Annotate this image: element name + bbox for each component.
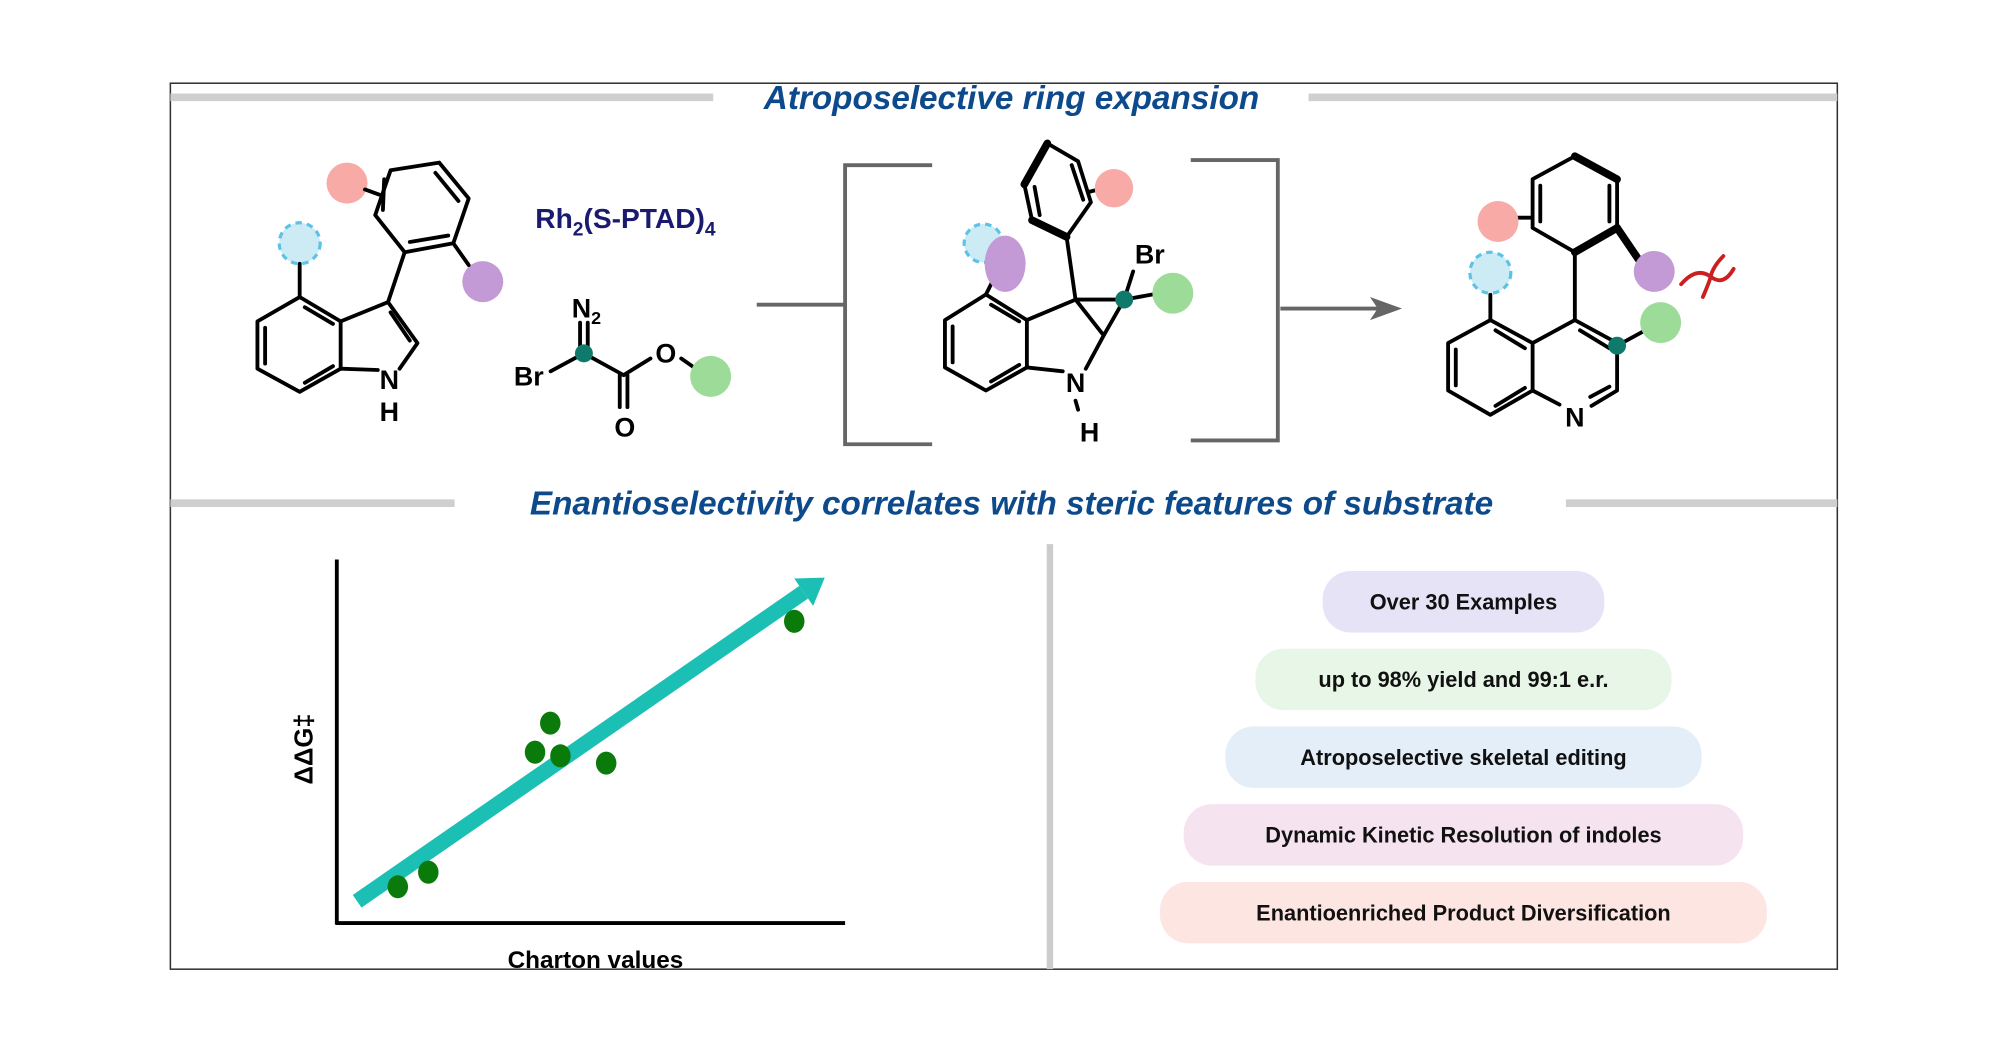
section-title-middle: Enantioselectivity correlates with steri… [530, 486, 1493, 523]
data-point [550, 744, 571, 768]
highlight-pill: Enantioenriched Product Diversification [1160, 881, 1767, 944]
highlight-pill: up to 98% yield and 99:1 e.r. [1255, 648, 1672, 711]
indole-substrate: N H [255, 160, 504, 427]
blue-substituent [1468, 250, 1513, 295]
purple-substituent [984, 235, 1026, 292]
section-title-top: Atroposelective ring expansion [763, 80, 1259, 117]
pill-label: Atroposelective skeletal editing [1300, 745, 1626, 770]
teal-carbon-dot [1608, 336, 1627, 355]
pill-label: Enantioenriched Product Diversification [1256, 900, 1671, 925]
diazo-reagent: N2 Br O O [514, 294, 732, 443]
pill-label: Over 30 Examples [1370, 589, 1557, 614]
pill-label: Dynamic Kinetic Resolution of indoles [1265, 823, 1661, 848]
green-substituent [690, 355, 732, 397]
right-bracket [1190, 158, 1280, 443]
purple-substituent [462, 261, 504, 303]
data-point [595, 751, 617, 775]
steric-clash-icon [1679, 254, 1736, 299]
highlight-pill: Over 30 Examples [1322, 571, 1605, 633]
pill-background [1160, 881, 1767, 944]
pill-background [1225, 726, 1702, 788]
x-axis-label: Charton values [508, 947, 684, 974]
green-substituent [1152, 272, 1194, 314]
pill-label: up to 98% yield and 99:1 e.r. [1318, 667, 1608, 692]
quinoline-product: N [1446, 152, 1736, 432]
trend-line [352, 585, 809, 908]
intermediate-n-label: N [1066, 368, 1085, 398]
trend-arrow [352, 577, 825, 908]
carbene-carbon-dot [574, 344, 593, 363]
charton-plot: Charton values ΔΔG‡ [290, 559, 846, 974]
data-point [784, 609, 805, 633]
green-substituent [1640, 302, 1682, 344]
ester-o-label: O [655, 338, 676, 368]
pill-background [1322, 571, 1605, 633]
pink-substituent [326, 162, 368, 204]
indole-h-label: H [380, 397, 399, 427]
cyclopropane-intermediate: Br N H [943, 139, 1194, 448]
pill-background [1255, 648, 1672, 711]
product-n-label: N [1565, 402, 1584, 432]
trend-arrow-head [794, 577, 825, 606]
data-point [524, 740, 546, 764]
intermediate-br-label: Br [1135, 240, 1165, 270]
left-bracket [843, 163, 933, 447]
purple-substituent [1633, 250, 1675, 292]
carbonyl-o-label: O [614, 413, 635, 443]
catalyst-label: Rh2(S-PTAD)4 [535, 203, 716, 241]
teal-carbon-dot [1115, 290, 1134, 309]
highlights-list: Over 30 Examples up to 98% yield and 99:1… [1160, 571, 1767, 944]
data-point [540, 711, 561, 735]
pill-background [1183, 804, 1744, 866]
highlight-pill: Atroposelective skeletal editing [1225, 726, 1702, 788]
diazo-br-label: Br [514, 361, 544, 391]
intermediate-h-label: H [1080, 418, 1099, 448]
data-point [387, 875, 409, 899]
pink-substituent [1094, 168, 1134, 208]
indole-n-label: N [380, 365, 399, 395]
y-axis-label: ΔΔG‡ [290, 714, 318, 785]
frame [169, 82, 1839, 970]
pink-substituent [1477, 201, 1519, 242]
data-point [418, 860, 439, 884]
n2-label: N2 [572, 294, 601, 328]
blue-substituent [277, 221, 322, 266]
arrow-head-icon [1370, 297, 1403, 321]
highlight-pill: Dynamic Kinetic Resolution of indoles [1183, 804, 1744, 866]
